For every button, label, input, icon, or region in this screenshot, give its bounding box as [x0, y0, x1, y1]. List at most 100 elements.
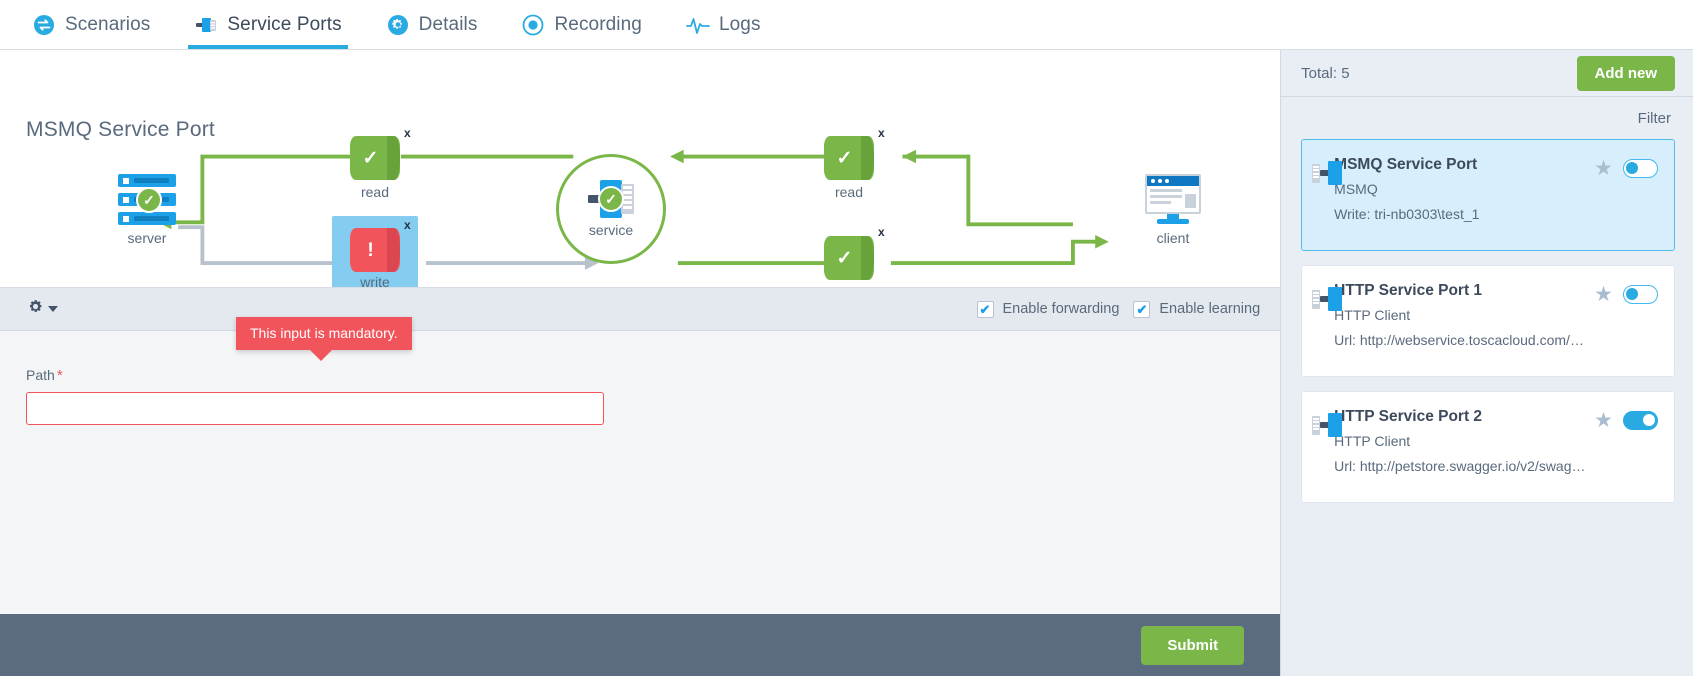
chevron-down-icon [48, 306, 58, 312]
diagram-node-label: service [588, 222, 634, 238]
filter-toggle[interactable]: Filter [1637, 109, 1671, 127]
settings-menu-button[interactable] [26, 297, 58, 321]
list-item-text: HTTP Service Port 1 HTTP Client Url: htt… [1334, 282, 1586, 348]
close-icon[interactable]: x [878, 225, 885, 239]
tab-service-ports[interactable]: Service Ports [172, 0, 363, 49]
close-icon[interactable]: x [878, 126, 885, 140]
list-item-controls: ★ [1594, 410, 1658, 431]
validation-tooltip: This input is mandatory. [236, 317, 412, 361]
list-item[interactable]: MSMQ Service Port MSMQ Write: tri-nb0303… [1301, 139, 1675, 251]
checkbox-enable-learning[interactable]: ✔ Enable learning [1133, 300, 1261, 318]
form-toolbar: ✔ Enable forwarding ✔ Enable learning [0, 288, 1281, 331]
list-item-text: MSMQ Service Port MSMQ Write: tri-nb0303… [1334, 156, 1586, 222]
tab-scenarios-label: Scenarios [65, 13, 151, 35]
diagram-node-server[interactable]: ✓ server [118, 174, 176, 246]
list-item-controls: ★ [1594, 158, 1658, 179]
list-item-detail: Url: http://petstore.swagger.io/v2/swagg… [1334, 458, 1587, 474]
queue-cylinder-icon: ✓ [824, 236, 874, 280]
diagram-node-label: read [360, 184, 390, 200]
close-icon[interactable]: x [404, 126, 411, 140]
queue-cylinder-icon: ✓ [350, 136, 400, 180]
record-dot-icon [521, 13, 545, 37]
path-field-label: Path* [26, 367, 1254, 384]
form-footer: Submit [0, 614, 1281, 676]
list-item[interactable]: HTTP Service Port 1 HTTP Client Url: htt… [1301, 265, 1675, 377]
diagram-node-read-right[interactable]: x ✓ read [824, 126, 885, 200]
total-count: Total: 5 [1301, 64, 1350, 82]
close-icon[interactable]: x [404, 218, 411, 232]
list-item[interactable]: HTTP Service Port 2 HTTP Client Url: htt… [1301, 391, 1675, 503]
required-indicator: * [56, 367, 63, 384]
favorite-star-icon[interactable]: ★ [1594, 283, 1613, 306]
tab-recording-label: Recording [554, 13, 642, 35]
diagram-node-write-right[interactable]: x ✓ write [824, 225, 885, 287]
page-title: MSMQ Service Port [26, 118, 215, 141]
check-glyph: ✓ [362, 147, 379, 169]
diagram-node-client[interactable]: client [1145, 174, 1201, 246]
tab-recording[interactable]: Recording [499, 0, 664, 49]
toolbar-options: ✔ Enable forwarding ✔ Enable learning [976, 300, 1261, 318]
diagram-node-label: server [127, 230, 167, 246]
gear-icon [386, 13, 410, 37]
tab-logs-label: Logs [718, 13, 761, 35]
add-new-button[interactable]: Add new [1576, 55, 1675, 91]
checkbox-box[interactable]: ✔ [976, 300, 994, 318]
plug-icon [194, 13, 218, 37]
list-item-subtitle: HTTP Client [1334, 307, 1411, 323]
monitor-icon [1145, 174, 1201, 226]
editor-pane: MSMQ Service Port [0, 50, 1281, 676]
submit-button[interactable]: Submit [1141, 625, 1245, 665]
check-glyph: ✓ [836, 147, 853, 169]
status-ok-badge: ✓ [598, 186, 624, 212]
main-tab-bar: Scenarios Service Ports [0, 0, 1693, 50]
tab-scenarios[interactable]: Scenarios [10, 0, 172, 49]
diagram-node-label: write [360, 274, 390, 288]
path-label-text: Path [26, 367, 55, 383]
service-ports-list-pane: Total: 5 Add new Filter MSMQ Servi [1280, 50, 1693, 676]
list-item-title: HTTP Service Port 1 [1334, 282, 1483, 299]
favorite-star-icon[interactable]: ★ [1594, 409, 1613, 432]
enable-toggle[interactable] [1623, 285, 1658, 304]
diagram-node-service[interactable]: ✓ service [556, 154, 666, 264]
favorite-star-icon[interactable]: ★ [1594, 157, 1613, 180]
status-ok-badge: ✓ [136, 187, 162, 213]
checkbox-enable-forwarding[interactable]: ✔ Enable forwarding [976, 300, 1120, 318]
gear-icon [26, 297, 45, 321]
diagram-node-read-left[interactable]: x ✓ read [350, 126, 411, 200]
queue-cylinder-icon: ✓ [824, 136, 874, 180]
list-item-text: HTTP Service Port 2 HTTP Client Url: htt… [1334, 408, 1586, 474]
tab-service-ports-label: Service Ports [227, 13, 342, 35]
list-item-title: HTTP Service Port 2 [1334, 408, 1483, 425]
check-glyph: ✓ [836, 247, 853, 269]
checkbox-box[interactable]: ✔ [1133, 300, 1151, 318]
checkbox-label: Enable learning [1159, 301, 1261, 317]
service-port-form: This input is mandatory. Path* [0, 317, 1281, 614]
list-item-detail: Write: tri-nb0303\test_1 [1334, 206, 1480, 222]
error-glyph: ! [367, 239, 374, 261]
enable-toggle[interactable] [1623, 411, 1658, 430]
body-split: MSMQ Service Port [0, 50, 1693, 676]
plug-icon: ✓ [588, 180, 634, 218]
tab-logs[interactable]: Logs [664, 0, 783, 49]
enable-toggle[interactable] [1623, 159, 1658, 178]
list-item-title: MSMQ Service Port [1334, 156, 1478, 173]
checkbox-label: Enable forwarding [1002, 301, 1120, 317]
service-port-diagram: MSMQ Service Port [0, 50, 1281, 288]
diagram-node-label: read [834, 184, 864, 200]
tab-details[interactable]: Details [364, 0, 500, 49]
tab-details-label: Details [418, 13, 478, 35]
list-header: Total: 5 Add new [1281, 50, 1693, 97]
diagram-node-label: client [1156, 230, 1190, 246]
list-item-controls: ★ [1594, 284, 1658, 305]
queue-cylinder-icon: ! [350, 228, 400, 272]
list-item-detail: Url: http://webservice.toscacloud.com/Ca… [1334, 332, 1587, 348]
pulse-icon [686, 13, 710, 37]
list-item-subtitle: MSMQ [1334, 181, 1378, 197]
server-icon: ✓ [118, 174, 176, 226]
path-input[interactable] [26, 392, 604, 425]
list-item-subtitle: HTTP Client [1334, 433, 1411, 449]
diagram-node-label: write [824, 284, 874, 287]
filter-bar: Filter [1281, 97, 1693, 139]
service-port-list[interactable]: MSMQ Service Port MSMQ Write: tri-nb0303… [1281, 139, 1693, 676]
